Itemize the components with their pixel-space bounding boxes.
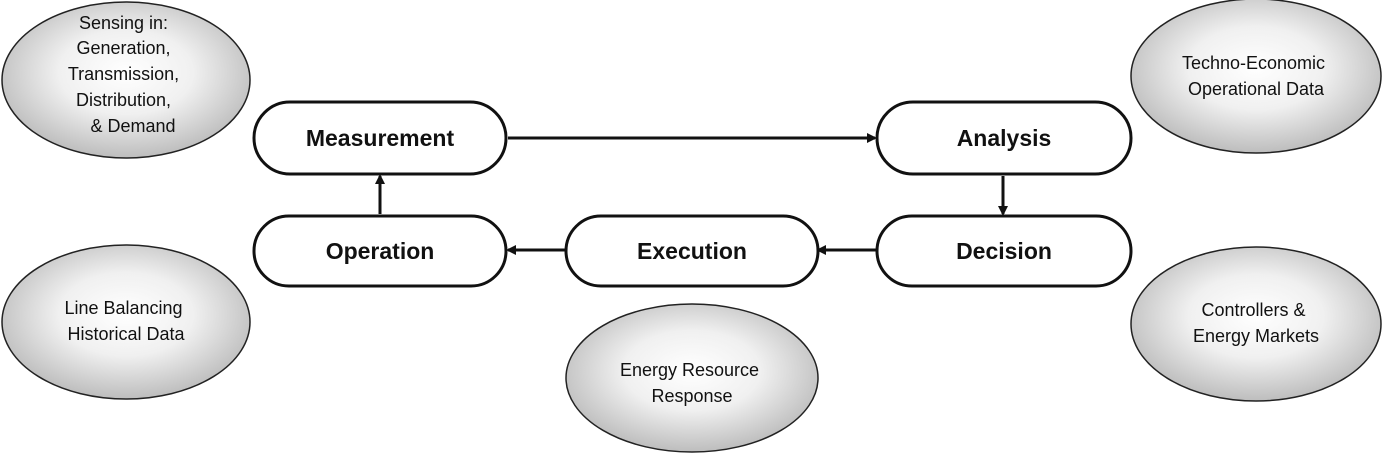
bubble-techno-line-2: Operational Data [1188, 79, 1325, 99]
bubble-sensing-line-5: & Demand [90, 116, 175, 136]
bubble-energy-resource-line-1: Energy Resource [620, 360, 759, 380]
bubble-sensing-line-1: Sensing in: [79, 13, 168, 33]
bubble-sensing-line-4: Distribution, [76, 90, 171, 110]
stage-decision-label: Decision [956, 238, 1052, 264]
bubble-line-balancing-line-1: Line Balancing [64, 298, 182, 318]
svg-text:Controllers & Energy Mar: Controllers & Energy Markets [1193, 300, 1319, 346]
bubble-sensing: Sensing in: Generation, Transmission, Di… [1, 1, 251, 159]
bubble-line-balancing: Line Balancing Historical Data [1, 244, 251, 400]
stage-decision: Decision [875, 214, 1133, 288]
svg-text:Techno-Economic Operatio: Techno-Economic Operational Data [1182, 53, 1330, 99]
stage-analysis-label: Analysis [957, 125, 1052, 151]
bubble-controllers-line-1: Controllers & [1201, 300, 1305, 320]
svg-text:Line Balancing Historica: Line Balancing Historical Data [64, 298, 187, 344]
bubble-controllers-line-2: Energy Markets [1193, 326, 1319, 346]
svg-text:Sensing in: Generation,: Sensing in: Generation, Transmission, Di… [68, 13, 184, 136]
stage-operation: Operation [252, 214, 508, 288]
bubble-energy-resource-line-2: Response [651, 386, 732, 406]
stage-analysis: Analysis [875, 100, 1133, 176]
bubble-line-balancing-line-2: Historical Data [67, 324, 185, 344]
stage-execution: Execution [564, 214, 820, 288]
svg-text:Energy Resource Response: Energy Resource Response [620, 360, 764, 406]
stage-measurement-label: Measurement [306, 125, 455, 151]
stage-operation-label: Operation [326, 238, 435, 264]
bubble-sensing-line-2: Generation, [76, 38, 170, 58]
bubble-sensing-line-3: Transmission, [68, 64, 179, 84]
bubble-energy-resource: Energy Resource Response [565, 303, 819, 453]
bubble-techno-economic: Techno-Economic Operational Data [1130, 0, 1382, 154]
bubble-techno-line-1: Techno-Economic [1182, 53, 1325, 73]
stage-execution-label: Execution [637, 238, 747, 264]
bubble-controllers: Controllers & Energy Markets [1130, 246, 1382, 402]
stage-measurement: Measurement [252, 100, 508, 176]
